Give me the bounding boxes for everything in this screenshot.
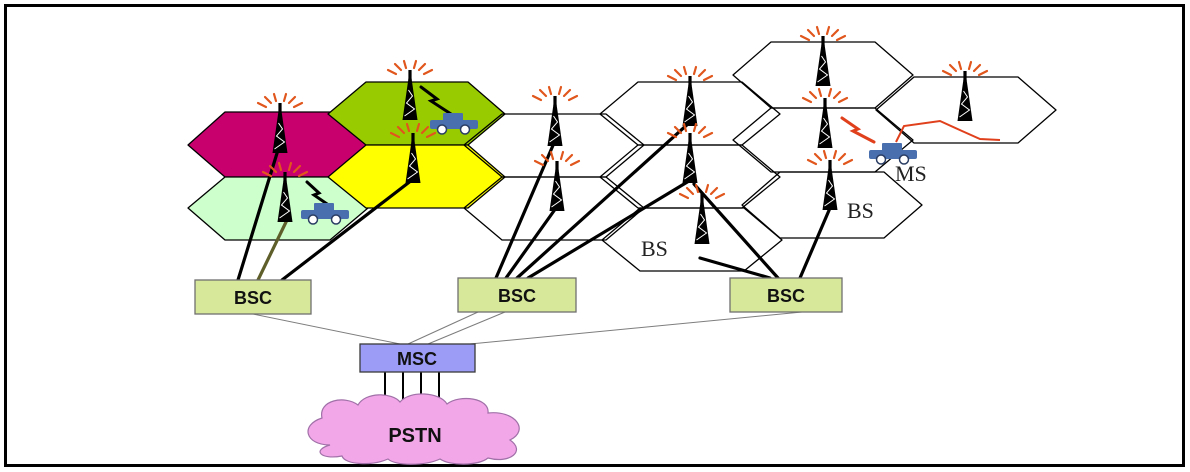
base-station-label: BS — [847, 198, 874, 223]
bsc-msc-link — [469, 311, 803, 345]
tower-bsc-link — [236, 148, 280, 282]
cell-outline — [875, 76, 1057, 144]
pstn-label: PSTN — [388, 425, 441, 447]
tower-bsc-link — [526, 179, 691, 280]
tower-bsc-link — [515, 121, 691, 280]
bsc-label: BSC — [767, 286, 805, 306]
bsc-box — [729, 277, 843, 313]
uplink-signal-line — [895, 119, 1001, 143]
tower-bsc-link — [798, 206, 832, 280]
tower-bsc-link — [504, 206, 558, 280]
bsc-box — [457, 277, 577, 313]
lightning-bolt-icon — [305, 180, 332, 208]
tower-bsc-link — [280, 178, 414, 282]
cell-outline — [732, 107, 914, 173]
tower-bsc-link — [698, 256, 772, 280]
msc-node: MSC — [359, 343, 476, 373]
base-station-label: BS — [641, 236, 668, 261]
bsc-msc-link — [407, 311, 479, 345]
tower-bsc-link — [494, 141, 556, 280]
backhaul-links — [236, 121, 832, 282]
outline-cell-cluster — [463, 41, 1057, 272]
tower-bsc-link — [692, 182, 780, 280]
bsc-label: BSC — [498, 286, 536, 306]
bsc-node: BSC — [194, 279, 312, 315]
bsc-msc-links — [252, 311, 803, 345]
diagram-frame — [4, 4, 1185, 467]
pstn-cloud-icon — [307, 393, 520, 465]
msc-box — [359, 343, 476, 373]
bsc-node: BSC — [729, 277, 843, 313]
cell-outline — [741, 171, 923, 239]
bsc-box — [194, 279, 312, 315]
bsc-node: BSC — [457, 277, 577, 313]
lightning-bolt-icon — [840, 116, 876, 144]
cell-outline — [601, 207, 783, 272]
msc-label: MSC — [397, 349, 437, 369]
pstn-node: PSTN — [307, 393, 520, 465]
cell-outline — [599, 144, 781, 209]
tower-bsc-link — [256, 218, 289, 282]
bsc-msc-link — [427, 311, 506, 345]
bsc-msc-link — [252, 313, 401, 345]
mobile-station-label: MS — [895, 161, 927, 186]
bsc-label: BSC — [234, 288, 272, 308]
lightning-bolt-icon — [419, 85, 453, 116]
